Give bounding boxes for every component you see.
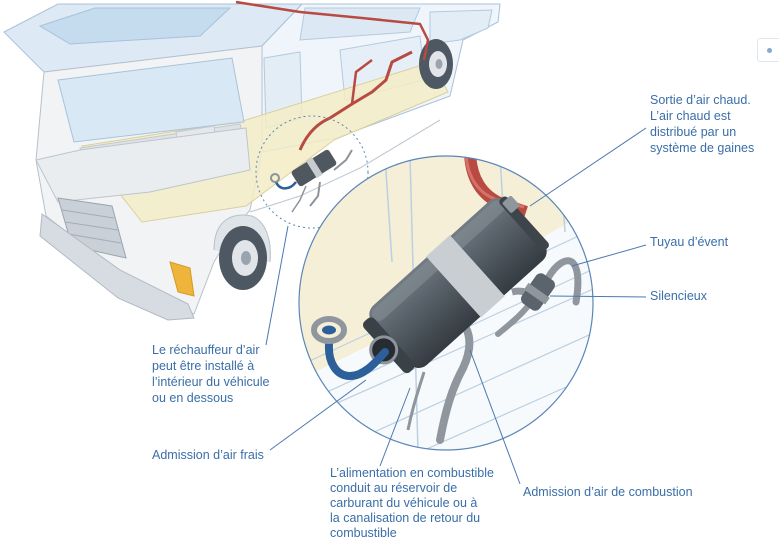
leader-heater-location: [265, 225, 289, 346]
hot-air-duct: [298, 50, 413, 151]
grille-slat: [64, 221, 119, 231]
fuel-line-small: [291, 185, 307, 213]
label-heater-location: Le réchauffeur d’air peut être installé …: [152, 342, 269, 406]
frame-post: [384, 156, 393, 263]
grille-slats: [61, 209, 122, 244]
exhaust-tail-pipe: [495, 303, 531, 337]
vent-pipe: [544, 257, 582, 306]
magnifier-outline: [298, 155, 594, 451]
label-hot-air-outlet: Sortie d’air chaud. L’air chaud est dist…: [650, 92, 754, 156]
chassis-rail: [299, 285, 593, 421]
fresh-air-hose-small: [274, 181, 297, 190]
magnifier-content: [299, 156, 593, 450]
leader-hot-air-outlet: [529, 127, 647, 207]
fuel-line: [406, 371, 426, 431]
heater-band: [426, 235, 505, 318]
label-line: la canalisation de retour du: [330, 511, 481, 525]
leader-silencer: [549, 295, 647, 298]
combustion-pipe-small: [309, 181, 321, 207]
label-line: Le réchauffeur d’air: [152, 343, 260, 357]
hood: [35, 127, 251, 203]
rear-wheel-hub: [435, 59, 443, 69]
label-line: l’intérieur du véhicule: [152, 375, 270, 389]
front-bumper: [39, 213, 195, 321]
label-combustion-air-intake: Admission d’air de combustion: [523, 485, 693, 499]
rear-wheel: [419, 39, 453, 89]
label-line: peut être installé à: [152, 359, 255, 373]
side-tab[interactable]: [757, 38, 779, 62]
heater-small-band: [306, 157, 323, 179]
silencer-bracket: [523, 282, 550, 305]
label-line: Sortie d’air chaud.: [650, 93, 751, 107]
label-line: carburant du véhicule ou à: [330, 496, 478, 510]
leader-vent-pipe: [571, 244, 647, 267]
grille-slat: [61, 209, 115, 219]
hot-air-duct-branch: [350, 59, 373, 105]
exhaust-pipe-small: [333, 149, 353, 171]
dot-icon: [767, 48, 772, 53]
leader-fuel-supply: [379, 387, 411, 467]
leader-fresh-air-intake: [269, 379, 367, 451]
focus-circle: [255, 115, 369, 229]
front-wheel: [213, 214, 271, 290]
alcove-bed: [38, 7, 232, 45]
label-line: L’air chaud est: [650, 109, 731, 123]
heater-small: [291, 149, 337, 187]
front-wheel-hub: [241, 251, 251, 265]
heater: [362, 195, 549, 374]
label-line: combustible: [330, 526, 397, 540]
label-line: système de gaines: [650, 141, 755, 155]
label-silencer: Silencieux: [650, 289, 707, 303]
grille-slat: [67, 233, 122, 244]
windshield: [57, 57, 245, 143]
leader-lines: [265, 127, 647, 485]
rear-cabinet: [429, 9, 493, 45]
label-line: conduit au réservoir de: [330, 481, 458, 495]
hot-air-outlet-fitting: [502, 195, 520, 213]
headlight: [169, 261, 195, 297]
hot-air-duct-upper: [235, 0, 430, 61]
fresh-air-hose: [324, 340, 389, 381]
magnified-detail: [298, 155, 594, 451]
fresh-air-ring-opening: [322, 325, 336, 335]
label-line: ou en dessous: [152, 391, 234, 405]
combustion-air-pipe: [436, 324, 474, 444]
leader-combustion-air: [469, 349, 521, 485]
label-fresh-air-intake: Admission d’air frais: [152, 448, 264, 462]
label-line: distribué par un: [650, 125, 737, 139]
label-vent-pipe: Tuyau d’évent: [650, 235, 729, 249]
label-fuel-supply: L’alimentation en combustible conduit au…: [330, 466, 494, 541]
intake-ring-small: [270, 173, 280, 183]
camper-van: [3, 0, 501, 321]
label-line: L’alimentation en combustible: [330, 466, 494, 480]
chassis-line: [249, 119, 441, 213]
silencer: [521, 273, 555, 311]
